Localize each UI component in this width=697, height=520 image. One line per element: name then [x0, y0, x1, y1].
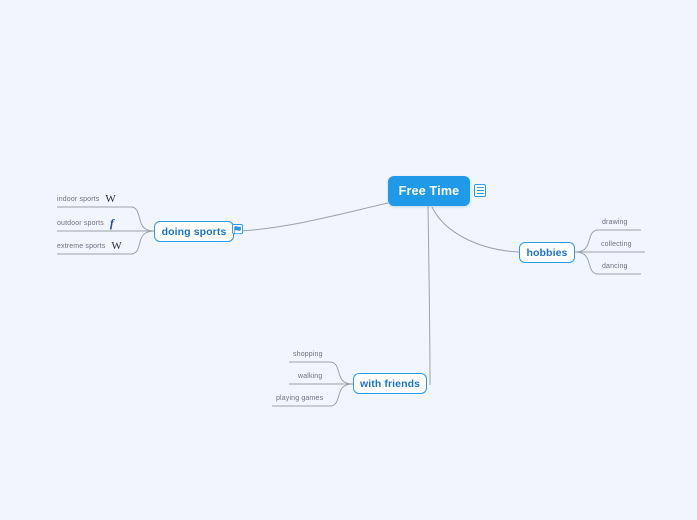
- note-icon-line: [476, 192, 484, 195]
- leaf-label: dancing: [602, 262, 628, 270]
- node-branch-label: doing sports: [161, 225, 227, 238]
- node-branch-doing-sports[interactable]: doing sports: [154, 221, 234, 242]
- flag-icon[interactable]: [232, 224, 243, 236]
- leaf-label: collecting: [601, 240, 632, 248]
- link-hobbies-to-drawing: [574, 229, 598, 253]
- leaf-extreme-sports[interactable]: extreme sports W: [57, 240, 133, 254]
- leaf-dancing[interactable]: dancing: [602, 260, 646, 274]
- note-icon-line: [476, 189, 484, 192]
- node-root-free-time[interactable]: Free Time: [388, 176, 470, 206]
- leaf-drawing[interactable]: drawing: [602, 216, 646, 230]
- wikipedia-icon[interactable]: W: [111, 239, 122, 252]
- link-with-friends-to-playing-games: [330, 383, 354, 407]
- leaf-label: walking: [298, 372, 323, 380]
- wikipedia-icon[interactable]: W: [105, 192, 116, 205]
- leaf-label: extreme sports: [57, 242, 106, 250]
- link-hobbies-to-dancing: [574, 251, 598, 275]
- leaf-walking[interactable]: walking: [298, 370, 336, 384]
- leaf-label: indoor sports: [57, 195, 100, 203]
- note-icon-line: [476, 186, 484, 189]
- leaf-indoor-sports[interactable]: indoor sports W: [57, 193, 133, 207]
- node-branch-label: hobbies: [526, 246, 568, 259]
- link-doing-sports-to-extreme-sports: [131, 230, 156, 255]
- leaf-shopping[interactable]: shopping: [293, 348, 333, 362]
- leaf-outdoor-sports[interactable]: outdoor sports f: [57, 217, 137, 231]
- facebook-icon[interactable]: f: [109, 216, 115, 230]
- link-root-to-hobbies: [431, 206, 520, 253]
- node-branch-with-friends[interactable]: with friends: [353, 373, 427, 394]
- node-branch-label: with friends: [359, 377, 421, 390]
- leaf-label: outdoor sports: [57, 219, 104, 227]
- link-root-to-with-friends: [427, 205, 431, 386]
- leaf-label: shopping: [293, 350, 323, 358]
- leaf-collecting[interactable]: collecting: [601, 238, 649, 252]
- node-root-label: Free Time: [398, 184, 460, 198]
- leaf-label: drawing: [602, 218, 628, 226]
- leaf-label: playing games: [276, 394, 324, 402]
- link-root-to-doing-sports: [239, 202, 389, 232]
- note-icon[interactable]: [474, 184, 486, 197]
- node-branch-hobbies[interactable]: hobbies: [519, 242, 575, 263]
- leaf-playing-games[interactable]: playing games: [276, 392, 332, 406]
